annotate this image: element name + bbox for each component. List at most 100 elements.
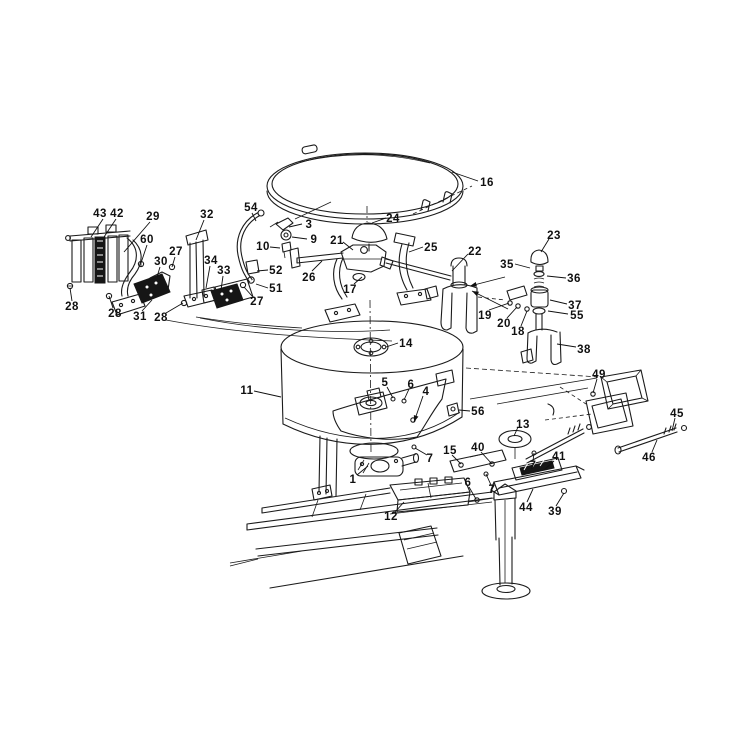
part-label-22: 22 [468,246,482,258]
part-label-35: 35 [500,259,514,271]
arrowhead [472,291,479,297]
leader-line [140,244,148,264]
part-label-21: 21 [330,235,344,247]
leader-line [256,269,269,272]
part-label-33: 33 [217,265,231,277]
grate-clips [412,185,473,215]
bracket-25 [393,232,416,247]
fork-22 [424,257,478,334]
part-label-45: 45 [670,408,684,420]
valve-body-37 [530,289,549,308]
leader-line [549,299,568,305]
leader-line [356,465,369,476]
leader-line [353,276,363,285]
arrowhead [470,282,477,287]
part-label-18: 18 [511,326,525,338]
leg-foot [481,582,531,600]
thermostat-rod [614,423,688,455]
part-label-12: 12 [384,511,398,523]
cart-frame [229,483,531,600]
leader-line [253,390,282,398]
bracket-32-group [183,229,391,332]
part-label-49: 49 [592,369,606,381]
firebox-brackets [465,367,688,455]
burner-venturi [349,442,420,477]
part-label-10: 10 [256,241,270,253]
leader-line [156,266,161,278]
leader-line [514,263,531,269]
part-label-30: 30 [154,256,168,268]
part-label-7: 7 [427,453,434,465]
part-label-16: 16 [480,177,494,189]
burner-14 [353,337,389,357]
part-label-34: 34 [204,255,218,267]
leader-line [108,295,114,309]
nut-17 [352,272,366,282]
leader-line [556,343,577,348]
leader-line [592,378,598,394]
part-label-23: 23 [547,230,561,242]
part-label-38: 38 [577,344,591,356]
mount-hardware [411,423,592,503]
valve-mount-bracket [506,285,528,301]
washer-13 [498,429,532,449]
part-label-55: 55 [570,310,584,322]
part-label-27: 27 [169,246,183,258]
bracket-44 [493,465,582,496]
part-label-29: 29 [146,211,160,223]
leader-line [385,342,399,348]
leader-line [195,219,205,241]
leader-line [468,486,477,500]
leader-line [251,212,257,222]
part-label-43: 43 [93,208,107,220]
leader-line [291,236,308,240]
leader-line [532,452,535,462]
knob-23 [530,249,549,266]
leader-line [555,492,565,507]
leader-line [269,246,281,249]
part-label-9: 9 [311,234,318,246]
rack-assembly [65,224,393,342]
leader-line [543,460,555,471]
part-label-28: 28 [65,301,79,313]
fork-38 [520,328,562,366]
leader-line [69,287,73,302]
part-label-44: 44 [519,502,533,514]
part-label-39: 39 [548,506,562,518]
plate-31 [133,273,171,304]
part-label-42: 42 [110,208,124,220]
cooking-grate [266,144,473,225]
leader-line [371,217,387,224]
part-label-15: 15 [443,445,457,457]
leader-line [540,238,550,253]
grate-handle [301,144,318,155]
part-label-46: 46 [642,452,656,464]
leader-line [103,218,117,238]
part-label-6: 6 [465,477,472,489]
part-label-32: 32 [200,209,214,221]
leader-line [123,221,151,253]
leader-line [205,265,211,289]
leader-line [394,501,405,513]
carousel-assembly [289,206,478,453]
part-label-28: 28 [154,312,168,324]
part-label-3: 3 [306,219,313,231]
arrowhead [413,415,419,422]
leader-line [311,260,323,272]
leader-line [451,454,462,465]
leader-line [403,388,410,401]
part-label-14: 14 [399,338,413,350]
leader-line [458,409,471,412]
leader-line [451,171,479,182]
leader-line [288,223,303,228]
cap-24 [351,222,388,243]
part-label-5: 5 [382,377,389,389]
grease-pan [389,476,471,513]
control-shelf [332,378,447,440]
part-label-56: 56 [471,406,485,418]
drum [280,320,464,501]
leader-line [671,417,676,432]
part-label-7: 7 [530,460,537,472]
part-label-7: 7 [489,484,496,496]
